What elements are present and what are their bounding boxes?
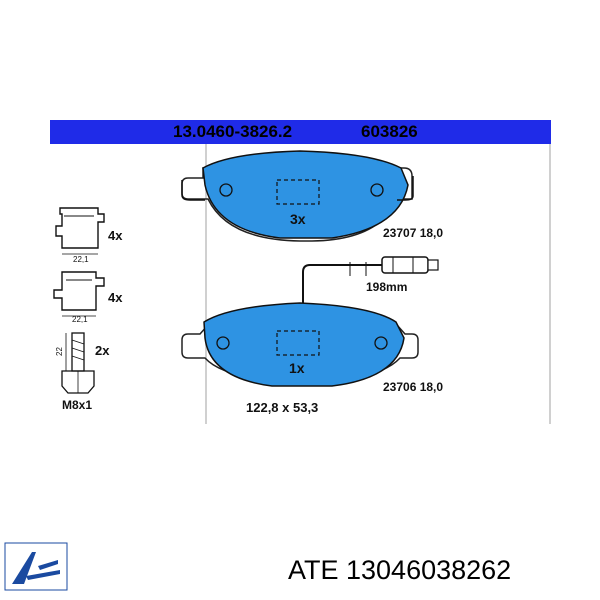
clip-a-dimension: 22,1 <box>73 255 89 264</box>
bolt-dimension: 22 <box>55 347 64 356</box>
clip-a-quantity: 4x <box>108 228 123 243</box>
bolt-thread: M8x1 <box>62 398 92 412</box>
ate-logo-icon <box>4 542 68 591</box>
pad-hole-icon <box>216 336 230 350</box>
drawing-frame <box>205 144 551 424</box>
pad-hole-icon <box>370 183 384 197</box>
clip-b-quantity: 4x <box>108 290 123 305</box>
lower-brake-pad <box>181 302 419 387</box>
lower-pad-spec: 23706 18,0 <box>383 380 443 394</box>
sensor-length: 198mm <box>366 280 407 294</box>
clip-b-dimension: 22,1 <box>72 315 88 324</box>
pad-dimensions: 122,8 x 53,3 <box>246 400 318 415</box>
lower-pad-quantity: 1x <box>289 360 305 376</box>
wear-sensor <box>302 256 439 305</box>
clip-b-icon <box>53 271 105 317</box>
part-number: 13.0460-3826.2 <box>173 122 293 141</box>
pad-hole-icon <box>219 183 233 197</box>
upper-pad-quantity: 3x <box>290 211 306 227</box>
pad-hole-icon <box>374 336 388 350</box>
upper-pad-spec: 23707 18,0 <box>383 226 443 240</box>
bolt-quantity: 2x <box>95 343 110 358</box>
bolt-icon <box>61 332 95 394</box>
upper-brake-pad <box>181 150 414 242</box>
part-header-bar: 13.0460-3826.2 603826 <box>50 120 551 144</box>
clip-a-icon <box>55 207 105 255</box>
footer-brand-text: ATE 13046038262 <box>288 555 512 585</box>
catalog-code: 603826 <box>361 122 418 141</box>
